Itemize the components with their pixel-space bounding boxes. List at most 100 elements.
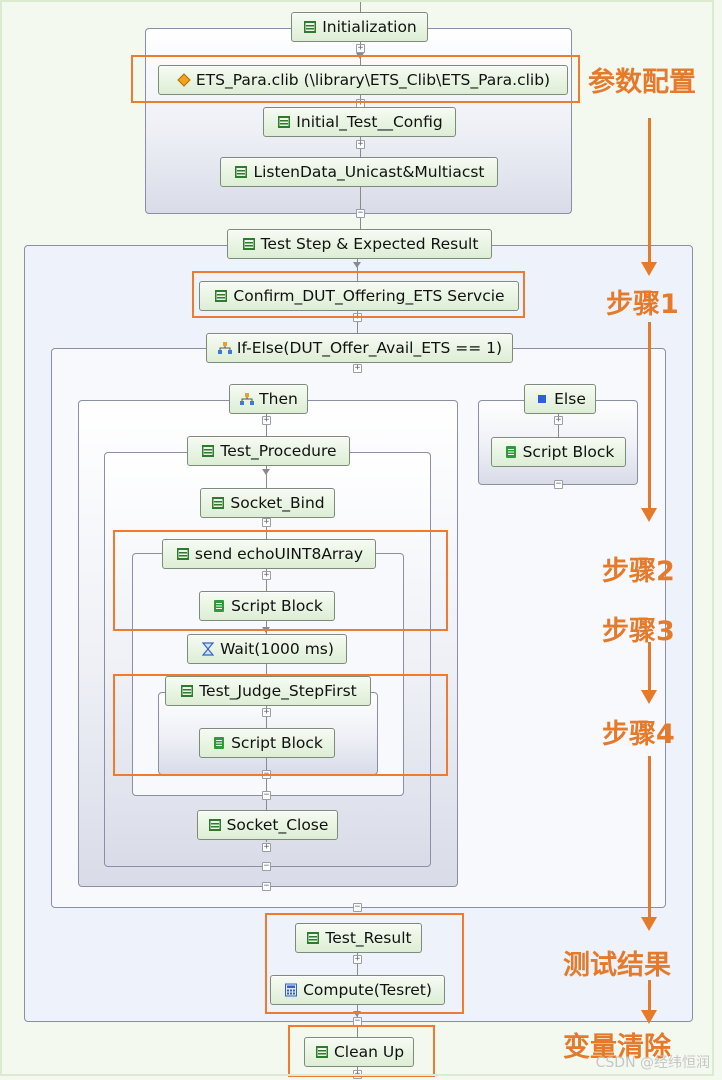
listen-data-node[interactable]: ListenData_Unicast&Multiacst bbox=[220, 157, 498, 187]
collapse-toggle[interactable]: − bbox=[353, 902, 362, 912]
expand-toggle[interactable]: + bbox=[554, 415, 563, 425]
library-diamond-icon bbox=[176, 72, 192, 88]
then-node[interactable]: Then bbox=[229, 384, 308, 414]
script-icon bbox=[211, 598, 227, 614]
test-result-annotation: 测试结果 bbox=[563, 950, 671, 981]
initialization-label: Initialization bbox=[322, 18, 417, 36]
clean-up-label: Clean Up bbox=[333, 1043, 405, 1061]
annotation-arrowhead bbox=[641, 508, 657, 522]
expand-toggle[interactable]: + bbox=[262, 570, 271, 580]
socket-bind-label: Socket_Bind bbox=[230, 494, 325, 512]
branch-icon bbox=[239, 391, 255, 407]
test-result-node[interactable]: Test_Result bbox=[295, 923, 422, 953]
expand-toggle[interactable]: + bbox=[356, 139, 365, 149]
step4-annotation: 步骤4 bbox=[602, 719, 675, 750]
annotation-arrowhead bbox=[641, 1010, 657, 1024]
annotation-arrowhead bbox=[641, 690, 657, 704]
test-result-highlight bbox=[265, 913, 464, 1014]
wait-node[interactable]: Wait(1000 ms) bbox=[187, 634, 347, 664]
expand-toggle[interactable]: + bbox=[262, 842, 271, 852]
socket-bind-node[interactable]: Socket_Bind bbox=[200, 488, 335, 518]
compute-node[interactable]: Compute(Tesret) bbox=[270, 975, 445, 1005]
ets-para-node[interactable]: ETS_Para.clib (\library\ETS_Clib\ETS_Par… bbox=[158, 65, 568, 95]
test-group-icon bbox=[302, 19, 318, 35]
confirm-dut-label: Confirm_DUT_Offering_ETS Servcie bbox=[233, 287, 505, 305]
annotation-arrowhead bbox=[641, 917, 657, 931]
then-label: Then bbox=[259, 390, 298, 408]
var-clear-annotation: 变量清除 bbox=[563, 1032, 671, 1063]
test-group-icon bbox=[175, 546, 191, 562]
test-step-node[interactable]: Test Step & Expected Result bbox=[227, 229, 492, 259]
test-group-icon bbox=[233, 164, 249, 180]
test-group-icon bbox=[213, 288, 229, 304]
clean-up-node[interactable]: Clean Up bbox=[304, 1037, 414, 1067]
annotation-arrowhead bbox=[641, 262, 657, 276]
clean-up-highlight bbox=[288, 1025, 435, 1077]
test-judge-label: Test_Judge_StepFirst bbox=[199, 682, 357, 700]
calculator-icon bbox=[283, 982, 299, 998]
test-group-icon bbox=[276, 114, 292, 130]
send-echo-label: send echoUINT8Array bbox=[194, 545, 364, 563]
arrowhead bbox=[262, 469, 270, 475]
judge-script-block-label: Script Block bbox=[231, 734, 323, 752]
param-config-annotation: 参数配置 bbox=[588, 67, 696, 98]
test-group-icon bbox=[200, 443, 216, 459]
entry-connector bbox=[360, 0, 361, 12]
expand-toggle[interactable]: + bbox=[262, 415, 271, 425]
test-procedure-node[interactable]: Test_Procedure bbox=[187, 436, 350, 466]
else-script-block-node[interactable]: Script Block bbox=[491, 437, 626, 467]
expand-toggle[interactable]: + bbox=[262, 517, 271, 527]
test-group-icon bbox=[207, 817, 223, 833]
test-judge-node[interactable]: Test_Judge_StepFirst bbox=[165, 676, 371, 706]
blue-square-icon bbox=[534, 391, 550, 407]
step4-highlight bbox=[113, 674, 448, 776]
collapse-toggle[interactable]: − bbox=[262, 861, 271, 871]
initial-test-config-node[interactable]: Initial_Test__Config bbox=[263, 107, 456, 137]
annotation-arrow-line bbox=[648, 642, 651, 692]
step2-highlight bbox=[113, 530, 448, 631]
arrowhead bbox=[353, 262, 361, 268]
wait-label: Wait(1000 ms) bbox=[220, 640, 334, 658]
else-connector bbox=[558, 412, 559, 452]
annotation-arrow-line bbox=[648, 322, 651, 510]
expand-toggle[interactable]: + bbox=[353, 363, 362, 373]
param-config-highlight bbox=[131, 55, 580, 103]
send-script-block-label: Script Block bbox=[231, 597, 323, 615]
else-script-block-label: Script Block bbox=[522, 443, 615, 461]
socket-close-node[interactable]: Socket_Close bbox=[197, 810, 338, 840]
initialization-node[interactable]: Initialization bbox=[291, 12, 428, 42]
test-group-icon bbox=[305, 930, 321, 946]
expand-toggle[interactable]: + bbox=[262, 707, 271, 717]
ets-para-label: ETS_Para.clib (\library\ETS_Clib\ETS_Par… bbox=[195, 71, 551, 89]
initial-test-config-label: Initial_Test__Config bbox=[296, 113, 443, 131]
arrowhead bbox=[353, 1011, 361, 1017]
send-script-block-node[interactable]: Script Block bbox=[199, 591, 335, 621]
expand-toggle[interactable]: + bbox=[353, 954, 362, 964]
test-group-icon bbox=[210, 495, 226, 511]
step3-annotation: 步骤3 bbox=[602, 616, 675, 647]
send-echo-node[interactable]: send echoUINT8Array bbox=[162, 539, 376, 569]
test-group-icon bbox=[314, 1044, 330, 1060]
collapse-toggle[interactable]: − bbox=[262, 881, 271, 891]
else-label: Else bbox=[554, 390, 586, 408]
confirm-dut-node[interactable]: Confirm_DUT_Offering_ETS Servcie bbox=[199, 281, 519, 311]
compute-label: Compute(Tesret) bbox=[303, 981, 432, 999]
if-else-label: If-Else(DUT_Offer_Avail_ETS == 1) bbox=[236, 339, 503, 357]
test-procedure-label: Test_Procedure bbox=[220, 442, 337, 460]
collapse-toggle[interactable]: − bbox=[356, 208, 365, 218]
expand-toggle[interactable]: + bbox=[356, 43, 365, 53]
else-node[interactable]: Else bbox=[524, 384, 596, 414]
test-group-icon bbox=[241, 236, 257, 252]
test-result-label: Test_Result bbox=[325, 929, 412, 947]
script-icon bbox=[211, 735, 227, 751]
annotation-arrow-line bbox=[648, 756, 651, 920]
collapse-toggle[interactable]: − bbox=[554, 479, 563, 489]
test-step-label: Test Step & Expected Result bbox=[260, 235, 479, 253]
test-group-icon bbox=[179, 683, 195, 699]
collapse-toggle[interactable]: − bbox=[262, 790, 271, 800]
annotation-arrow-line bbox=[648, 980, 651, 1012]
if-else-node[interactable]: If-Else(DUT_Offer_Avail_ETS == 1) bbox=[206, 333, 513, 363]
judge-script-block-node[interactable]: Script Block bbox=[199, 728, 335, 758]
watermark: CSDN @经纬恒润 bbox=[595, 1055, 710, 1071]
